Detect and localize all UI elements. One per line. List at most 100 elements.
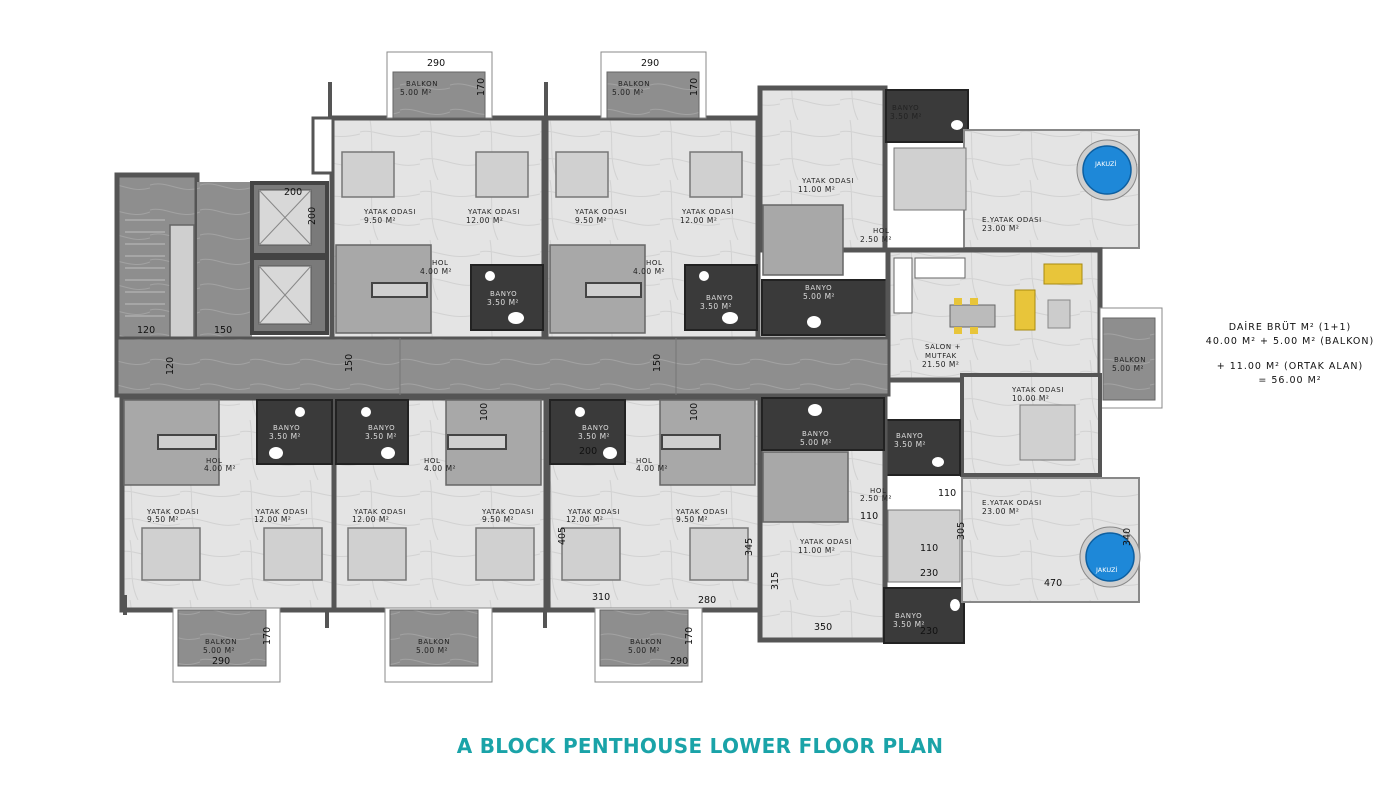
room-area: 4.00 M² xyxy=(204,464,236,473)
dimension: 290 xyxy=(670,656,688,667)
room-name: HOL xyxy=(870,487,886,495)
room-area: 5.00 M² xyxy=(416,646,448,655)
jacuzzi-label: JAKUZİ xyxy=(1095,565,1117,574)
dimension: 100 xyxy=(479,403,490,421)
room-area: 9.50 M² xyxy=(482,515,514,524)
room-area: 3.50 M² xyxy=(365,432,397,441)
sofa xyxy=(1043,263,1083,285)
room-area: 10.00 M² xyxy=(1012,394,1049,403)
bathroom-right-top xyxy=(885,89,969,143)
room-area: 12.00 M² xyxy=(680,216,717,225)
room-name: BALKON xyxy=(618,80,650,88)
bathroom-right-4 xyxy=(883,419,961,476)
room-area: 9.50 M² xyxy=(147,515,179,524)
stair-landing xyxy=(169,224,195,341)
room-name: BANYO xyxy=(490,290,517,298)
room-area: 5.00 M² xyxy=(1112,364,1144,373)
room-name: BANYO xyxy=(273,424,300,432)
room-area: 5.00 M² xyxy=(203,646,235,655)
room-area: 4.00 M² xyxy=(420,267,452,276)
room-name: BANYO xyxy=(896,432,923,440)
room-area: 4.00 M² xyxy=(636,464,668,473)
summary-line: = 56.00 M² xyxy=(1258,375,1322,386)
room-labels: BALKON 5.00 M² BALKON 5.00 M² BANYO 3.50… xyxy=(146,80,1145,655)
room-name: BALKON xyxy=(205,638,237,646)
dimension: 170 xyxy=(476,78,487,96)
room-name: HOL xyxy=(636,457,652,465)
room-name: MUTFAK xyxy=(925,352,957,360)
dimension: 315 xyxy=(770,572,781,590)
room-name: SALON + xyxy=(925,343,961,351)
room-name: BALKON xyxy=(406,80,438,88)
room-area: 3.50 M² xyxy=(700,302,732,311)
balcony-top-1 xyxy=(392,71,486,119)
dimension: 110 xyxy=(860,511,878,522)
room-area: 9.50 M² xyxy=(364,216,396,225)
dimension: 305 xyxy=(956,522,967,540)
summary-line: DAİRE BRÜT M² (1+1) xyxy=(1228,322,1352,333)
room-area: 23.00 M² xyxy=(982,507,1019,516)
room-name: BANYO xyxy=(582,424,609,432)
dimension: 290 xyxy=(212,656,230,667)
main-corridor xyxy=(115,336,891,397)
dimension-labels: 290 170 290 170 200 200 120 150 120 150 … xyxy=(137,58,1133,667)
dimension: 230 xyxy=(920,568,938,579)
room-area: 5.00 M² xyxy=(400,88,432,97)
room-name: YATAK ODASI xyxy=(481,508,534,516)
room-area: 5.00 M² xyxy=(628,646,660,655)
dimension: 120 xyxy=(137,325,155,336)
room-area: 2.50 M² xyxy=(860,494,892,503)
room-name: BANYO xyxy=(805,284,832,292)
room-name: BANYO xyxy=(895,612,922,620)
room-name: YATAK ODASI xyxy=(574,208,627,216)
dimension: 170 xyxy=(689,78,700,96)
room-name: BANYO xyxy=(368,424,395,432)
dimension: 150 xyxy=(214,325,232,336)
bathroom-right-lower-1 xyxy=(761,397,885,451)
room-name: YATAK ODASI xyxy=(363,208,416,216)
room-name: HOL xyxy=(424,457,440,465)
room-area: 11.00 M² xyxy=(798,546,835,555)
room-area: 9.50 M² xyxy=(575,216,607,225)
dimension: 405 xyxy=(557,527,568,545)
room-area: 3.50 M² xyxy=(894,440,926,449)
dimension: 200 xyxy=(284,187,302,198)
room-name: HOL xyxy=(432,259,448,267)
page-title: A BLOCK PENTHOUSE LOWER FLOOR PLAN xyxy=(456,734,944,758)
bathroom-upper-1 xyxy=(470,264,544,331)
dimension: 170 xyxy=(262,627,273,645)
bathroom-right-lower-2 xyxy=(883,587,965,644)
room-name: BANYO xyxy=(706,294,733,302)
room-name: HOL xyxy=(206,457,222,465)
stair-hall xyxy=(197,182,252,337)
dimension: 290 xyxy=(427,58,445,69)
room-name: YATAK ODASI xyxy=(567,508,620,516)
room-area: 4.00 M² xyxy=(633,267,665,276)
room-area: 12.00 M² xyxy=(352,515,389,524)
room-area: 5.00 M² xyxy=(612,88,644,97)
dimension: 230 xyxy=(920,626,938,637)
room-area: 3.50 M² xyxy=(269,432,301,441)
dimension: 150 xyxy=(344,354,355,372)
room-name: HOL xyxy=(873,227,889,235)
jacuzzi-label: JAKUZİ xyxy=(1094,159,1116,168)
dimension: 470 xyxy=(1044,578,1062,589)
dimension: 100 xyxy=(689,403,700,421)
dimension: 170 xyxy=(684,627,695,645)
balcony-right xyxy=(1102,317,1156,401)
dimension: 120 xyxy=(165,357,176,375)
room-area: 4.00 M² xyxy=(424,464,456,473)
stair-treads xyxy=(125,219,165,317)
room-area: 11.00 M² xyxy=(798,185,835,194)
room-area: 3.50 M² xyxy=(893,620,925,629)
room-name: YATAK ODASI xyxy=(1011,386,1064,394)
room-area: 21.50 M² xyxy=(922,360,959,369)
dimension: 110 xyxy=(920,543,938,554)
room-name: YATAK ODASI xyxy=(146,508,199,516)
room-area: 2.50 M² xyxy=(860,235,892,244)
room-name: YATAK ODASI xyxy=(801,177,854,185)
room-area: 3.50 M² xyxy=(578,432,610,441)
room-name: YATAK ODASI xyxy=(799,538,852,546)
balcony-bottom-1 xyxy=(177,609,267,667)
